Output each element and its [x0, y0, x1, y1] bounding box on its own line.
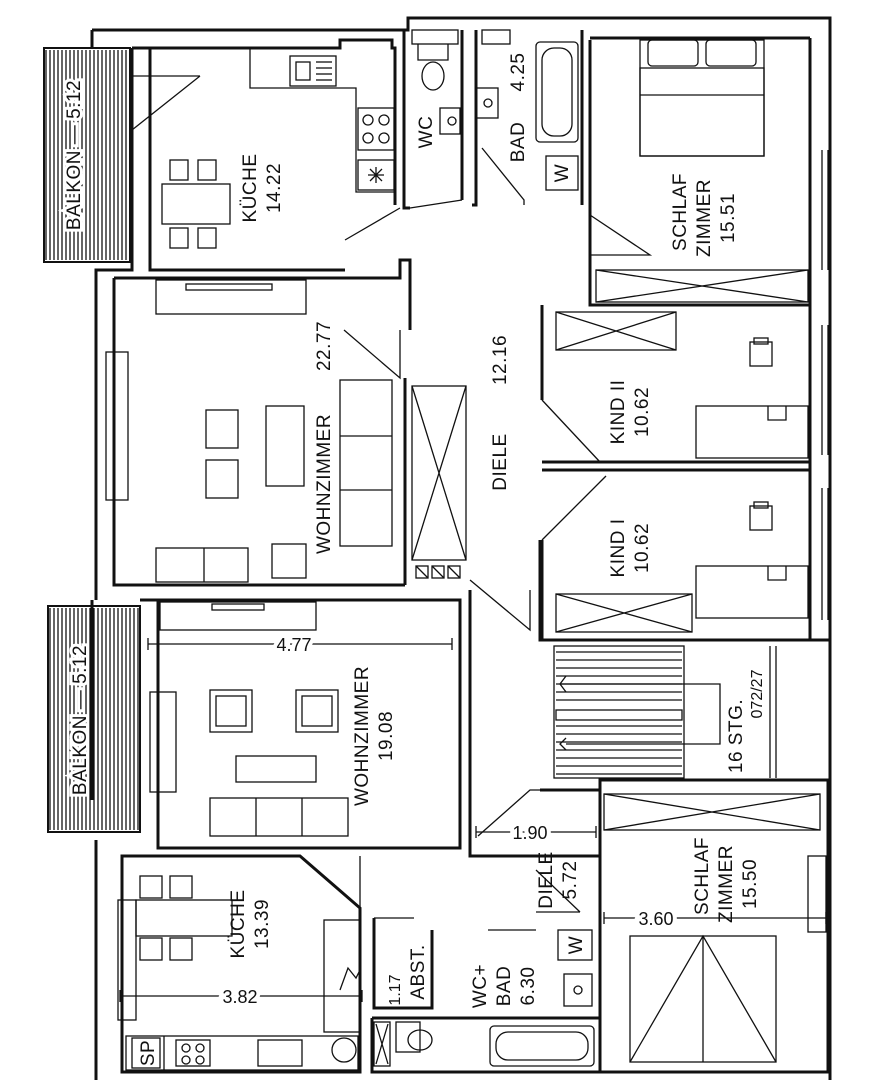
- hall-b-label: DIELE: [536, 851, 557, 908]
- hall-a-room: [344, 207, 531, 632]
- kitchen-b-width: 3.82: [222, 987, 257, 1007]
- balcony-bottom: [47, 605, 141, 833]
- child-room-1: [540, 468, 829, 640]
- child-room-2: [540, 305, 829, 464]
- living-b-room: [140, 598, 462, 850]
- living-b-label: WOHNZIMMER: [352, 666, 373, 806]
- living-b-area: 19.08: [376, 711, 397, 761]
- kitchen-a-label: KÜCHE: [240, 153, 261, 222]
- storage-b-label: ABST.: [408, 944, 429, 999]
- bedroom-a-label-1: SCHLAF: [670, 173, 691, 251]
- bath-b-w: W: [566, 936, 587, 954]
- hall-b-area: 5.72: [560, 861, 581, 900]
- bedroom-a-label-2: ZIMMER: [694, 179, 715, 257]
- stair-ratio-label: 072/27: [749, 669, 766, 718]
- bedroom-b-room: [598, 778, 830, 1074]
- child-1-area: 10.62: [632, 523, 653, 573]
- hall-b-room: [299, 590, 600, 909]
- bath-b-label-1: WC+: [470, 964, 491, 1008]
- sp-label: SP: [138, 1040, 159, 1066]
- kitchen-b-area: 13.39: [252, 899, 273, 949]
- bath-b-label-2: BAD: [494, 966, 515, 1007]
- storage-b-area: 1.17: [387, 974, 404, 1005]
- bedroom-b-area: 15.50: [740, 859, 761, 909]
- bath-a-room: [472, 29, 584, 207]
- bath-a-label: BAD: [508, 122, 529, 163]
- bedroom-b-label-1: SCHLAF: [692, 837, 713, 915]
- kitchen-a-area: 14.22: [264, 163, 285, 213]
- bath-a-w: W: [552, 164, 573, 182]
- staircase: [553, 645, 777, 779]
- child-2-area: 10.62: [632, 387, 653, 437]
- labels: BALKON — 5.12 KÜCHE 14.22 WC BAD 4.25 W …: [61, 53, 766, 1069]
- living-a-area: 22.77: [314, 321, 335, 371]
- wc-a-label: WC: [416, 116, 437, 149]
- bath-a-area: 4.25: [508, 53, 529, 92]
- living-a-room: [105, 258, 412, 587]
- stair-steps-label: 16 STG.: [726, 699, 747, 773]
- hall-a-area: 12.16: [490, 335, 511, 385]
- child-2-label: KIND II: [608, 380, 629, 445]
- bath-b-area: 6.30: [518, 967, 539, 1006]
- child-1-label: KIND I: [608, 519, 629, 578]
- living-b-width: 4.77: [276, 635, 311, 655]
- hall-b-width: 1.90: [512, 823, 547, 843]
- bedroom-b-width: 3.60: [638, 909, 673, 929]
- kitchen-b-label: KÜCHE: [228, 889, 249, 958]
- balcony-top-label: BALKON — 5.12: [64, 80, 85, 230]
- balcony-bottom-label: BALKON — 5.12: [70, 645, 91, 795]
- balcony-top: [43, 47, 131, 263]
- living-a-label: WOHNZIMMER: [314, 414, 335, 554]
- outer-walls: [90, 16, 832, 1080]
- bedroom-a-area: 15.51: [718, 193, 739, 243]
- kitchen-b-room: [117, 854, 363, 1074]
- kitchen-a-room: [131, 38, 397, 272]
- wc-a-room: [402, 29, 464, 210]
- bedroom-a-room: [588, 36, 829, 307]
- bedroom-b-label-2: ZIMMER: [716, 845, 737, 923]
- hall-a-label: DIELE: [490, 433, 511, 490]
- storage-b-room: [372, 917, 434, 1010]
